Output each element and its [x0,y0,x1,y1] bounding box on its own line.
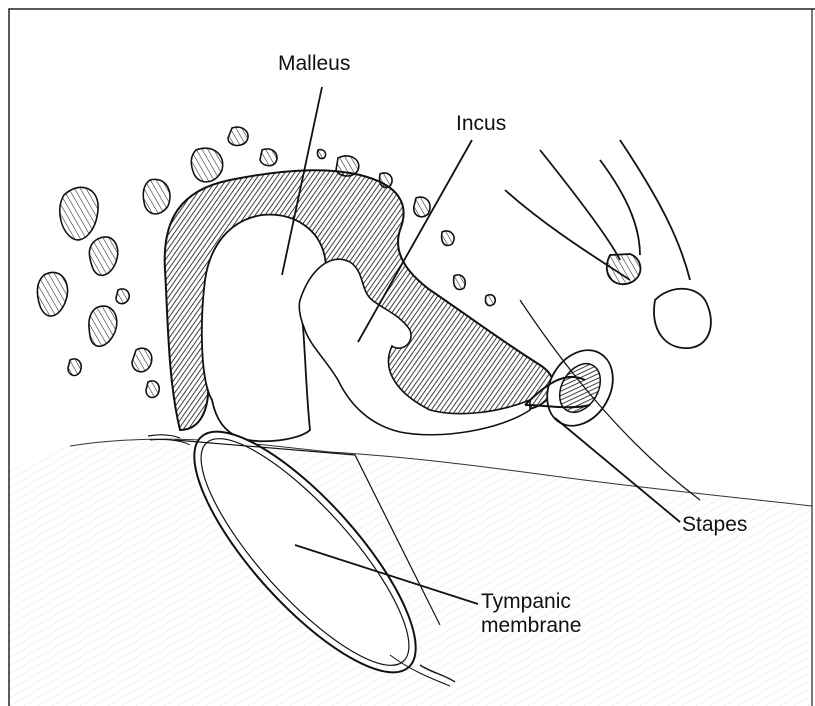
incus-label: Incus [456,112,506,136]
stapes-label: Stapes [682,513,747,537]
tympanic-membrane-label: Tympanic membrane [481,590,581,638]
inner-ear-contours [505,140,711,500]
tympanic-label-line1: Tympanic [481,590,581,614]
malleus-label: Malleus [278,52,350,76]
tympanic-label-line2: membrane [481,614,581,638]
